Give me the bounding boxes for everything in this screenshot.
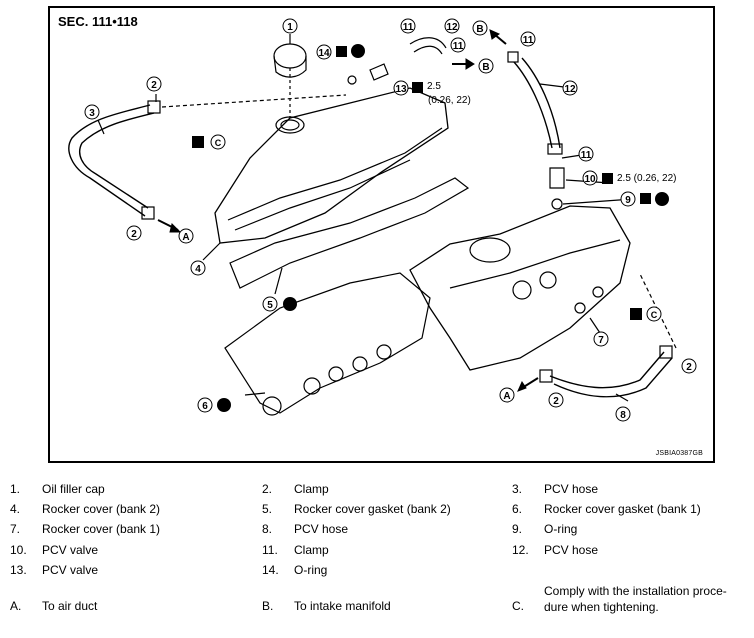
- legend-C: Comply with the installation proce- dure…: [544, 584, 727, 614]
- pcv-hose-8: [549, 351, 665, 389]
- legend-B: To intake manifold: [294, 599, 391, 613]
- legend-8: PCV hose: [294, 522, 349, 536]
- replace-symbol-9: [640, 192, 669, 206]
- svg-text:11: 11: [523, 35, 534, 46]
- torque-symbol-10: [602, 173, 613, 184]
- svg-text:6: 6: [202, 401, 208, 412]
- callout-11-d: 11: [578, 146, 594, 162]
- rocker-cover-bank-1: [409, 205, 631, 371]
- svg-text:9: 9: [625, 195, 631, 206]
- callout-7: 7: [593, 331, 609, 347]
- oil-filler-cap: [273, 43, 307, 69]
- callout-A-right: A: [499, 387, 515, 403]
- legend-A: To air duct: [42, 599, 98, 613]
- legend-7: Rocker cover (bank 1): [42, 522, 161, 536]
- replace-symbol-14: [336, 44, 365, 58]
- legend-3: PCV hose: [544, 482, 599, 496]
- callout-14: 14: [316, 44, 332, 60]
- o-ring-9: [551, 198, 563, 210]
- svg-text:A: A: [503, 391, 510, 402]
- torque-symbol-13: [412, 82, 423, 93]
- svg-text:12: 12: [564, 84, 576, 95]
- rocker-cover-gasket-bank-2: [229, 177, 470, 289]
- callout-3: 3: [84, 104, 100, 120]
- callout-6: 6: [197, 397, 213, 413]
- svg-text:B: B: [482, 62, 489, 73]
- legend-6: Rocker cover gasket (bank 1): [544, 502, 701, 516]
- callout-5: 5: [262, 296, 278, 312]
- o-ring-14: [347, 75, 357, 85]
- callout-B-mid: B: [478, 58, 494, 74]
- legend-14: O-ring: [294, 563, 328, 577]
- svg-text:14: 14: [318, 48, 330, 59]
- svg-text:8: 8: [620, 410, 626, 421]
- torque-spec-13: 2.5: [427, 81, 441, 92]
- svg-text:3: 3: [89, 108, 95, 119]
- legend-2: Clamp: [294, 482, 329, 496]
- legend-4: Rocker cover (bank 2): [42, 502, 161, 516]
- clamp-2-lower: [141, 206, 155, 220]
- svg-text:C: C: [215, 138, 222, 148]
- callout-11-b: 11: [450, 37, 466, 53]
- callout-2-upper: 2: [146, 76, 162, 92]
- svg-text:2: 2: [131, 229, 137, 240]
- svg-text:10: 10: [584, 174, 596, 185]
- callout-12-a: 12: [444, 18, 460, 34]
- pcv-hose-12: [513, 61, 553, 149]
- callout-2-right: 2: [681, 358, 697, 374]
- replace-symbol-5: [283, 297, 297, 311]
- svg-text:A: A: [182, 232, 189, 243]
- legend-9: O-ring: [544, 522, 578, 536]
- legend-5: Rocker cover gasket (bank 2): [294, 502, 451, 516]
- callout-B-top: B: [472, 20, 488, 36]
- svg-text:13: 13: [395, 84, 407, 95]
- callout-12-b: 12: [562, 80, 578, 96]
- svg-text:1: 1: [287, 22, 293, 33]
- torque-spec-10: 2.5 (0.26, 22): [617, 173, 677, 184]
- callout-2-mid: 2: [548, 392, 564, 408]
- diagram-drawing: 1 2 3 2 A 4 5 6 7 8 2 2 A 11 12 11 B 11 …: [68, 18, 697, 422]
- legend-11: Clamp: [294, 543, 329, 557]
- callout-2-lower: 2: [126, 225, 142, 241]
- legend-13: PCV valve: [42, 563, 99, 577]
- svg-text:11: 11: [581, 150, 592, 161]
- svg-text:2: 2: [553, 396, 559, 407]
- callout-13: 13: [393, 80, 409, 96]
- svg-text:12: 12: [446, 22, 458, 33]
- callout-11-a: 11: [400, 18, 416, 34]
- pcv-valve-10: [549, 167, 565, 189]
- torque-symbol-c-lower: C: [630, 306, 662, 322]
- callout-1: 1: [282, 18, 298, 34]
- svg-text:C: C: [651, 310, 658, 320]
- callout-11-c: 11: [520, 31, 536, 47]
- rocker-cover-gasket-bank-1: [224, 272, 431, 414]
- svg-text:B: B: [476, 24, 483, 35]
- callout-10: 10: [582, 170, 598, 186]
- legend-1: Oil filler cap: [42, 482, 105, 496]
- pcv-valve-13: [369, 63, 389, 81]
- drawing-code: JSBIA0387GB: [655, 450, 703, 457]
- legend-12: PCV hose: [544, 543, 599, 557]
- exploded-view-diagram: SEC. 111•118: [48, 6, 715, 463]
- callout-4: 4: [190, 260, 206, 276]
- legend-10: PCV valve: [42, 543, 99, 557]
- callout-A-left: A: [178, 228, 194, 244]
- torque-symbol-c-upper: C: [192, 134, 226, 150]
- svg-text:5: 5: [267, 300, 273, 311]
- pcv-hose-3: [68, 104, 151, 217]
- svg-text:11: 11: [453, 41, 464, 52]
- svg-text:4: 4: [195, 264, 201, 275]
- section-label: SEC. 111•118: [58, 14, 138, 29]
- svg-text:2: 2: [151, 80, 157, 91]
- svg-text:7: 7: [598, 335, 604, 346]
- callout-9: 9: [620, 191, 636, 207]
- svg-text:2: 2: [686, 362, 692, 373]
- replace-symbol-6: [217, 398, 231, 412]
- svg-text:11: 11: [403, 22, 414, 33]
- torque-spec-13-units: (0.26, 22): [428, 95, 471, 106]
- callout-8: 8: [615, 406, 631, 422]
- rocker-cover-bank-2: [214, 87, 449, 244]
- clamp-2-upper: [147, 100, 161, 114]
